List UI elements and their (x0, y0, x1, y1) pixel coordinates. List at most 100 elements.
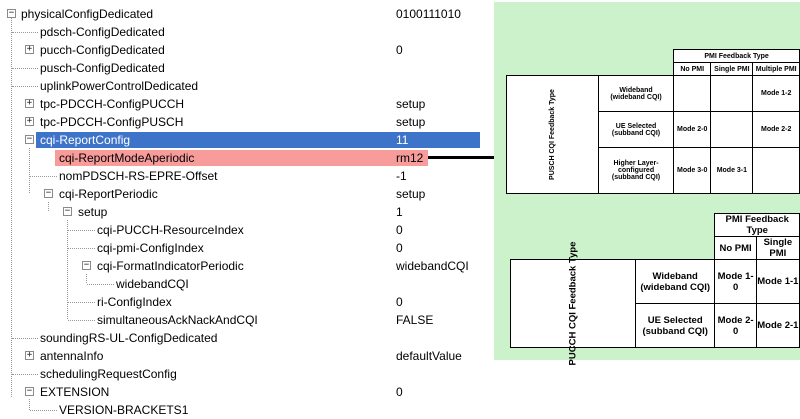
tree-node-scheduling-request-config[interactable]: schedulingRequestConfig (0, 365, 490, 383)
tree-branch (68, 320, 95, 321)
table-cell: Mode 2-1 (755, 303, 800, 348)
node-label: pusch-ConfigDedicated (40, 61, 165, 75)
collapse-icon[interactable]: − (7, 8, 16, 18)
node-label: VERSION-BRACKETS1 (59, 403, 189, 417)
tree-node-ri-config-index[interactable]: ri-ConfigIndex 0 (0, 293, 490, 311)
callout-line (428, 156, 496, 159)
table-cell: Mode 2-0 (673, 111, 712, 148)
config-tree: − physicalConfigDedicated 0100111010 pds… (0, 5, 490, 419)
table-cell: Mode 3-0 (673, 147, 712, 194)
column-header: Multiple PMI (752, 62, 800, 76)
node-value: setup (396, 97, 426, 111)
table-cell (710, 111, 754, 148)
tree-node-cqi-report-periodic[interactable]: − cqi-ReportPeriodic setup (0, 185, 490, 203)
tree-branch (87, 284, 114, 285)
row-header: Wideband (wideband CQI) (597, 75, 675, 112)
tree-node-cqi-format-indicator-periodic[interactable]: − cqi-FormatIndicatorPeriodic widebandCQ… (0, 257, 490, 275)
table-cell: Mode 2-0 (714, 303, 757, 348)
column-header: Single PMI (755, 236, 800, 260)
selection-highlight (36, 132, 480, 148)
node-label: pdsch-ConfigDedicated (40, 25, 165, 39)
node-label: tpc-PDCCH-ConfigPUSCH (40, 115, 184, 129)
row-header: UE Selected (subband CQI) (634, 303, 716, 348)
tree-node-antenna-info[interactable]: + antennaInfo defaultValue (0, 347, 490, 365)
tree-node-uplink-power-control-dedicated[interactable]: uplinkPowerControlDedicated (0, 77, 490, 95)
row-sublabel: (subband CQI) (642, 325, 708, 337)
tree-node-setup[interactable]: − setup 1 (0, 203, 490, 221)
pucch-cqi-mode-table: PMI Feedback Type No PMI Single PMI PUCC… (510, 213, 800, 365)
tree-node-pdsch-config-dedicated[interactable]: pdsch-ConfigDedicated (0, 23, 490, 41)
expand-icon[interactable]: + (25, 116, 34, 126)
pucch-cqi-feedback-type-label: PUCCH CQI Feedback Type (567, 241, 579, 366)
tree-node-pucch-config-dedicated[interactable]: + pucch-ConfigDedicated 0 (0, 41, 490, 59)
column-header: Single PMI (710, 62, 754, 76)
collapse-icon[interactable]: − (25, 134, 34, 144)
tree-branch (68, 302, 95, 303)
node-value: FALSE (396, 313, 434, 327)
node-value: 0 (396, 223, 403, 237)
tree-node-cqi-pmi-config-index[interactable]: cqi-pmi-ConfigIndex 0 (0, 239, 490, 257)
node-value: 0 (396, 385, 403, 399)
node-label: antennaInfo (40, 349, 104, 363)
node-value: -1 (396, 169, 407, 183)
tree-guide-extension (29, 399, 30, 410)
tree-branch (12, 338, 38, 339)
expand-icon[interactable]: + (25, 350, 34, 360)
node-label: cqi-PUCCH-ResourceIndex (97, 223, 244, 237)
node-label: physicalConfigDedicated (21, 7, 154, 21)
node-value: 0 (396, 241, 403, 255)
row-label: UE Selected (615, 122, 657, 130)
node-label: ri-ConfigIndex (97, 295, 172, 309)
expand-icon[interactable]: + (25, 44, 34, 54)
table-cell: Mode 1-1 (755, 259, 800, 304)
tree-node-physical-config-dedicated[interactable]: − physicalConfigDedicated 0100111010 (0, 5, 490, 23)
node-label: cqi-FormatIndicatorPeriodic (97, 259, 244, 273)
tree-node-cqi-pucch-resource-index[interactable]: cqi-PUCCH-ResourceIndex 0 (0, 221, 490, 239)
column-header: No PMI (673, 62, 712, 76)
collapse-icon[interactable]: − (25, 386, 34, 396)
node-value: 11 (396, 133, 409, 147)
tree-node-cqi-report-mode-aperiodic[interactable]: cqi-ReportModeAperiodic rm12 (0, 149, 490, 167)
tree-node-nom-pdsch-rs-epre-offset[interactable]: nomPDSCH-RS-EPRE-Offset -1 (0, 167, 490, 185)
pmi-feedback-type-header: PMI Feedback Type (673, 49, 800, 63)
collapse-icon[interactable]: − (44, 188, 53, 198)
tree-branch (12, 86, 38, 87)
collapse-icon[interactable]: − (82, 260, 91, 270)
node-label: widebandCQI (116, 277, 189, 291)
row-header: Higher Layer- configured (subband CQI) (597, 147, 675, 194)
table-cell: Mode 2-2 (752, 111, 800, 148)
tree-node-extension[interactable]: − EXTENSION 0 (0, 383, 490, 401)
row-header: UE Selected (subband CQI) (597, 111, 675, 148)
tree-node-simultaneous-ack-nack-and-cqi[interactable]: simultaneousAckNackAndCQI FALSE (0, 311, 490, 329)
tree-node-tpc-pdcch-config-pucch[interactable]: + tpc-PDCCH-ConfigPUCCH setup (0, 95, 490, 113)
node-value: 0 (396, 43, 403, 57)
pmi-feedback-type-header: PMI Feedback Type (714, 213, 800, 237)
tree-node-cqi-report-config[interactable]: − cqi-ReportConfig 11 (0, 131, 490, 149)
tree-node-sounding-rs-ul-config-dedicated[interactable]: soundingRS-UL-ConfigDedicated (0, 329, 490, 347)
table-cell: Mode 1-0 (714, 259, 757, 304)
node-label: setup (78, 205, 108, 219)
tree-guide-setup (67, 220, 68, 319)
table-cell: Mode 1-2 (752, 75, 800, 112)
cqi-mode-reference-panel: PMI Feedback Type No PMI Single PMI Mult… (494, 2, 800, 365)
tree-guide-format-indicator (86, 274, 87, 283)
node-label: EXTENSION (40, 385, 110, 399)
expand-icon[interactable]: + (25, 98, 34, 108)
node-value: widebandCQI (396, 259, 469, 273)
node-value: 0100111010 (396, 7, 461, 21)
node-label: nomPDSCH-RS-EPRE-Offset (59, 169, 218, 183)
row-label: Wideband (652, 270, 698, 282)
pink-highlight (55, 150, 428, 166)
tree-branch (30, 176, 57, 177)
tree-node-tpc-pdcch-config-pusch[interactable]: + tpc-PDCCH-ConfigPUSCH setup (0, 113, 490, 131)
collapse-icon[interactable]: − (63, 206, 72, 216)
tree-node-wideband-cqi[interactable]: widebandCQI (0, 275, 490, 293)
tree-branch (12, 374, 38, 375)
row-sublabel: (wideband CQI) (610, 93, 662, 101)
row-label: Wideband (619, 86, 653, 94)
tree-node-pusch-config-dedicated[interactable]: pusch-ConfigDedicated (0, 59, 490, 77)
tree-branch (68, 230, 95, 231)
tree-node-version-brackets1[interactable]: VERSION-BRACKETS1 (0, 401, 490, 419)
node-label: pucch-ConfigDedicated (40, 43, 165, 57)
row-label: UE Selected (647, 314, 703, 326)
